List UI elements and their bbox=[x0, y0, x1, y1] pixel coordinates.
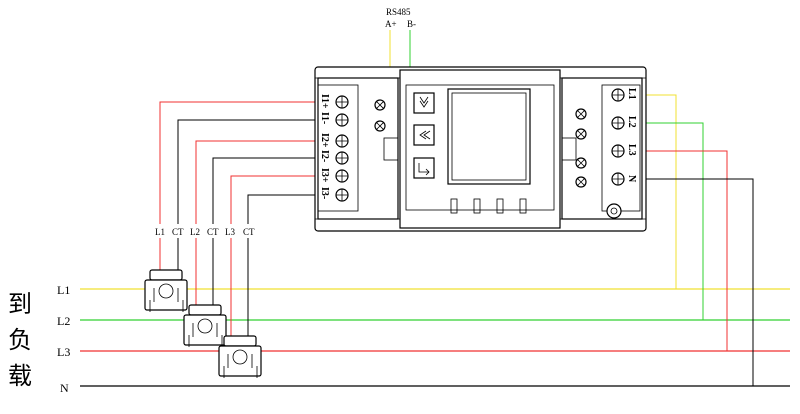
svg-text:I1-: I1- bbox=[319, 112, 330, 124]
load-char-3: 载 bbox=[8, 362, 32, 390]
wire-voltage-n bbox=[640, 178, 754, 386]
load-char-1: 到 bbox=[8, 290, 32, 318]
prev-button[interactable] bbox=[413, 124, 435, 146]
wire-voltage-l1 bbox=[640, 94, 677, 289]
load-label: 到 负 载 bbox=[8, 290, 32, 390]
ct-label-l2: L2 bbox=[190, 227, 200, 237]
wire-ct2-plus bbox=[195, 140, 318, 310]
svg-text:N: N bbox=[626, 175, 637, 183]
terminal-l2: L2 bbox=[611, 116, 637, 130]
terminal-i1-plus: I1+ bbox=[319, 94, 349, 109]
next-button[interactable] bbox=[413, 92, 435, 114]
meter bbox=[314, 66, 647, 232]
terminal-i3-minus: I3- bbox=[319, 187, 349, 202]
wire-ct3-minus bbox=[247, 194, 318, 348]
enter-icon bbox=[418, 163, 430, 176]
svg-text:I2+: I2+ bbox=[319, 133, 330, 148]
rs485-b-label: B- bbox=[407, 19, 416, 29]
wire-ct2-minus bbox=[212, 157, 318, 318]
right-terminals: L1 L2 L3 N bbox=[611, 88, 637, 186]
lcd-display bbox=[447, 88, 531, 185]
bus-label-l1: L1 bbox=[57, 283, 70, 297]
ct-clamp-2 bbox=[183, 304, 227, 347]
ct-label-ct3: CT bbox=[243, 227, 255, 237]
chevron-right-icon bbox=[419, 96, 429, 108]
bus-label-l2: L2 bbox=[57, 314, 70, 328]
wire-voltage-l2 bbox=[640, 122, 704, 320]
svg-text:L1: L1 bbox=[626, 88, 637, 100]
terminal-i2-minus: I2- bbox=[319, 150, 349, 165]
indicator-4 bbox=[519, 198, 527, 214]
wire-ct3-plus bbox=[230, 175, 318, 340]
right-inner-screws bbox=[575, 108, 587, 188]
ct-label-l3: L3 bbox=[225, 227, 235, 237]
ct-label-ct1: CT bbox=[172, 227, 184, 237]
seal-knob bbox=[606, 203, 622, 219]
wire-ct1-plus bbox=[159, 101, 318, 275]
svg-text:I3+: I3+ bbox=[319, 168, 330, 183]
chevron-left-icon bbox=[419, 130, 431, 140]
load-char-2: 负 bbox=[8, 326, 32, 354]
ct-clamp-3 bbox=[218, 335, 262, 378]
terminal-i2-plus: I2+ bbox=[319, 133, 349, 148]
terminal-n: N bbox=[611, 172, 637, 186]
indicator-1 bbox=[450, 198, 458, 214]
ct-wires bbox=[159, 101, 318, 348]
bus-label-l3: L3 bbox=[57, 345, 70, 359]
ct-label-l1: L1 bbox=[155, 227, 165, 237]
left-terminals: I1+ I1- I2+ I2- I3+ I3- bbox=[319, 94, 349, 202]
ct-wire-labels: L1 CT L2 CT L3 CT bbox=[150, 224, 260, 238]
enter-button[interactable] bbox=[413, 157, 435, 179]
rs485-a-label: A+ bbox=[385, 19, 397, 29]
voltage-wires bbox=[640, 94, 754, 386]
ct-clamp-1 bbox=[144, 269, 188, 312]
svg-text:L3: L3 bbox=[626, 144, 637, 156]
svg-text:I2-: I2- bbox=[319, 150, 330, 162]
svg-text:I3-: I3- bbox=[319, 187, 330, 199]
terminal-l1: L1 bbox=[611, 88, 637, 102]
rs485-terminals bbox=[374, 99, 386, 132]
terminal-l3: L3 bbox=[611, 144, 637, 158]
ct-label-ct2: CT bbox=[207, 227, 219, 237]
rs485-title: RS485 bbox=[386, 7, 411, 17]
indicator-3 bbox=[496, 198, 504, 214]
svg-text:L2: L2 bbox=[626, 116, 637, 128]
wire-voltage-l3 bbox=[640, 150, 728, 351]
bus-label-n: N bbox=[60, 381, 69, 395]
indicator-2 bbox=[473, 198, 481, 214]
svg-text:I1+: I1+ bbox=[319, 94, 330, 109]
terminal-i3-plus: I3+ bbox=[319, 168, 349, 183]
terminal-i1-minus: I1- bbox=[319, 112, 349, 127]
